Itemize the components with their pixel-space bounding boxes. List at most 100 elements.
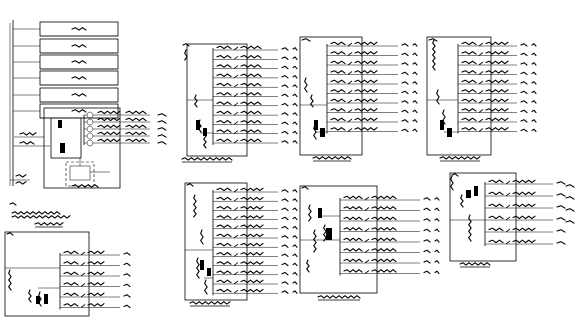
panel-top-2-circuit-8 — [327, 108, 418, 114]
main-panel-circuit-2 — [84, 117, 167, 126]
panel-top-1-circuit-6 — [213, 92, 298, 98]
distribution-branch-4 — [13, 70, 119, 86]
panel-top-3-caption — [439, 156, 481, 162]
main-panel-circuit-5 — [84, 138, 167, 147]
panel-bottom-2-caption — [317, 294, 361, 301]
main-panel-circuit-3 — [84, 124, 167, 133]
panel-top-2 — [299, 36, 418, 162]
panel-top-1-circuit-9 — [213, 119, 298, 126]
distribution-branch-5 — [13, 87, 119, 103]
panel-top-2-caption — [312, 156, 352, 162]
panel-bottom-1 — [184, 182, 298, 307]
panel-bottom-1-circuit-5 — [213, 224, 298, 230]
panel-top-1-circuit-2 — [213, 54, 298, 60]
panel-top-2-circuit-5 — [327, 79, 418, 85]
panel-bottom-left-frame — [4, 231, 90, 317]
panel-top-1-circuit-7 — [213, 101, 298, 107]
panel-bottom-3-circuit-3 — [485, 203, 566, 209]
panel-top-1-circuit-3 — [213, 64, 298, 70]
panel-top-3-circuit-2 — [458, 51, 537, 57]
main-panel-lower — [69, 158, 110, 188]
top-left-distribution — [9, 20, 119, 228]
panel-bottom-left-inlet-labels — [5, 267, 60, 307]
panel-top-1-circuit-10 — [213, 129, 298, 135]
panel-bottom-2-frame — [299, 185, 378, 294]
panel-top-3-corner-tag — [428, 38, 438, 42]
panel-bottom-2 — [299, 185, 440, 301]
panel-bottom-2-circuit-1 — [340, 195, 440, 201]
panel-bottom-1-circuit-11 — [213, 279, 298, 285]
panel-bottom-3-circuit-5 — [485, 227, 566, 233]
panel-bottom-2-circuit-8 — [340, 268, 440, 275]
panel-top-3-circuit-1 — [458, 41, 537, 47]
distribution-branch-1 — [13, 21, 119, 37]
panel-bottom-2-circuit-5 — [340, 237, 440, 243]
panel-bottom-1-frame — [184, 182, 248, 301]
panel-bottom-1-circuit-9 — [213, 261, 298, 267]
panel-bottom-1-circuit-8 — [213, 251, 298, 258]
panel-top-1-circuit-1 — [213, 45, 298, 51]
panel-bottom-1-inlet-labels — [185, 194, 213, 295]
panel-bottom-3-circuit-4 — [485, 215, 566, 221]
panel-top-1-circuit-8 — [213, 110, 298, 116]
distribution-branch-6 — [13, 103, 119, 119]
panel-bottom-left-corner-tag — [6, 232, 14, 236]
panel-top-2-circuit-10 — [327, 127, 418, 133]
panel-bottom-3-circuit-2 — [485, 191, 566, 197]
panel-bottom-1-circuit-10 — [213, 270, 298, 276]
panel-bottom-3-circuits — [485, 179, 566, 245]
panel-bottom-left-circuit-6 — [60, 303, 131, 309]
panel-bottom-left-circuit-2 — [60, 261, 131, 267]
panel-top-3 — [426, 36, 537, 162]
panel-bottom-left-circuit-4 — [60, 282, 131, 288]
panel-top-2-circuit-2 — [327, 51, 418, 57]
panel-bottom-2-corner-tag — [301, 186, 309, 190]
panel-top-2-circuit-7 — [327, 98, 418, 104]
panel-top-3-frame — [426, 36, 492, 156]
panel-bottom-2-circuit-4 — [340, 226, 440, 233]
panel-bottom-1-circuit-1 — [213, 187, 298, 193]
panel-top-3-circuit-6 — [458, 89, 537, 95]
top-left-main-panel — [14, 107, 167, 189]
panel-top-1-circuit-5 — [213, 82, 298, 88]
panel-bottom-3-frame — [449, 172, 517, 262]
panel-bottom-3-circuit-6 — [485, 239, 566, 245]
panel-top-2-circuit-6 — [327, 89, 418, 95]
panel-bottom-left — [4, 231, 131, 317]
panel-bottom-1-circuit-7 — [213, 242, 298, 248]
panel-bottom-2-circuits — [340, 195, 440, 275]
panel-top-3-circuit-8 — [458, 108, 537, 114]
panel-top-1-caption — [181, 157, 233, 163]
panel-top-3-circuit-3 — [458, 60, 537, 66]
panel-bottom-1-circuit-2 — [213, 196, 298, 202]
panel-top-3-circuit-5 — [458, 79, 537, 85]
panel-top-2-circuit-3 — [327, 60, 418, 66]
panel-bottom-3-corner-tag — [451, 173, 459, 177]
panel-bottom-1-caption — [189, 301, 231, 307]
panel-bottom-left-circuits — [60, 250, 131, 309]
panel-bottom-2-circuit-7 — [340, 258, 440, 264]
panel-top-1-circuit-4 — [213, 73, 298, 79]
panel-bottom-2-circuit-2 — [340, 205, 440, 212]
panel-top-3-circuits — [458, 41, 537, 133]
panel-bottom-left-circuit-3 — [60, 271, 131, 277]
panel-top-2-corner-tag — [301, 38, 311, 42]
panel-top-2-circuit-1 — [327, 41, 418, 47]
panel-top-3-circuit-7 — [458, 98, 537, 104]
panel-top-2-inlet-labels — [300, 77, 327, 140]
panel-bottom-2-circuit-6 — [340, 247, 440, 254]
panel-top-3-circuit-4 — [458, 70, 537, 76]
panel-bottom-3 — [449, 172, 566, 268]
panel-top-1-inlet-labels — [184, 49, 213, 149]
distribution-caption — [9, 202, 71, 228]
panel-bottom-3-circuit-1 — [485, 179, 566, 185]
panel-bottom-2-inlet-labels — [300, 204, 340, 273]
panel-top-3-circuit-10 — [458, 127, 537, 133]
main-panel-frame — [43, 107, 121, 189]
panel-bottom-2-circuit-3 — [340, 216, 440, 222]
panel-top-2-frame — [299, 36, 363, 156]
panel-bottom-1-circuit-12 — [213, 288, 298, 294]
panel-top-3-inlet-labels — [427, 39, 458, 137]
panel-top-1-circuit-11 — [213, 138, 298, 144]
